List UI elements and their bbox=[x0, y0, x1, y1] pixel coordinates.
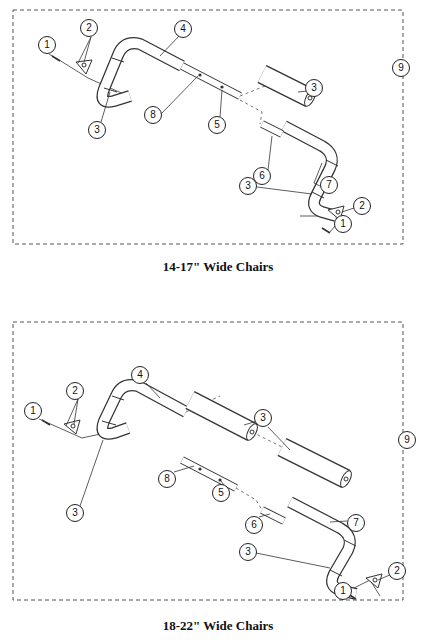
callout-number: 2 bbox=[353, 197, 371, 215]
callout-number: 1 bbox=[38, 36, 56, 54]
callout-number: 2 bbox=[388, 562, 406, 580]
callout-number: 2 bbox=[66, 382, 84, 400]
callout-number: 3 bbox=[239, 177, 257, 195]
callout-number: 8 bbox=[158, 470, 176, 488]
callout-number: 8 bbox=[144, 106, 162, 124]
panel-caption: 18-22" Wide Chairs bbox=[161, 618, 276, 634]
callout-number: 5 bbox=[208, 116, 226, 134]
callout-number: 3 bbox=[305, 79, 323, 97]
callout-number: 9 bbox=[398, 431, 416, 449]
callout-number: 3 bbox=[88, 121, 106, 139]
callout-number: 3 bbox=[254, 409, 272, 427]
callout-number: 1 bbox=[24, 402, 42, 420]
callout-number: 3 bbox=[66, 504, 84, 522]
callout-number: 3 bbox=[239, 543, 257, 561]
callout-number: 1 bbox=[334, 582, 352, 600]
callout-number: 7 bbox=[347, 514, 365, 532]
callout-number: 4 bbox=[174, 20, 192, 38]
callout-number: 2 bbox=[80, 19, 98, 37]
callout-number: 6 bbox=[245, 516, 263, 534]
panel-caption: 14-17" Wide Chairs bbox=[161, 259, 276, 275]
callout-number: 7 bbox=[320, 176, 338, 194]
callout-number: 4 bbox=[131, 366, 149, 384]
callout-number: 5 bbox=[212, 484, 230, 502]
callout-number: 1 bbox=[334, 215, 352, 233]
callout-number: 9 bbox=[392, 59, 410, 77]
